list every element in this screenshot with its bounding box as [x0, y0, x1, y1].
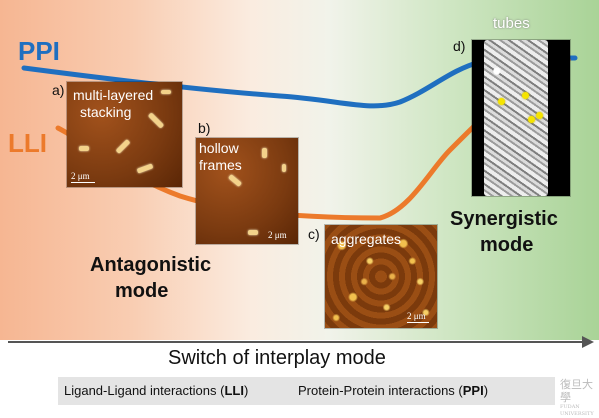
university-watermark: 復旦大學 FUDAN UNIVERSITY	[560, 378, 596, 417]
panel-a-image: 2 μm	[67, 82, 182, 187]
gold-particle	[536, 112, 543, 119]
antagonistic-mode-line1: Antagonistic	[90, 254, 212, 276]
gold-particle	[498, 98, 505, 105]
legend-lli-abbr: LLI	[224, 383, 244, 398]
legend-ppi-suffix: )	[483, 383, 489, 398]
scale-label: 2 μm	[268, 230, 287, 240]
scale-bar	[71, 182, 95, 183]
gold-particle	[522, 92, 529, 99]
synergistic-mode-line2: mode	[480, 234, 534, 256]
panel-b-image: 2 μm	[196, 138, 298, 244]
legend-lli: Ligand-Ligand interactions (LLI)	[64, 383, 248, 398]
axis-label: Switch of interplay mode	[168, 347, 386, 369]
rod	[282, 164, 286, 172]
panel-b-caption-line2: frames	[199, 157, 242, 173]
rod	[79, 146, 89, 151]
rod	[136, 163, 154, 174]
legend-bar: Ligand-Ligand interactions (LLI) Protein…	[58, 377, 555, 405]
scale-bar	[407, 322, 429, 323]
rod	[262, 148, 267, 158]
panel-d-letter: d)	[453, 38, 466, 54]
legend-ppi-abbr: PPI	[462, 383, 484, 398]
legend-lli-prefix: Ligand-Ligand interactions (	[64, 383, 225, 398]
rod	[115, 139, 131, 154]
rod	[248, 230, 258, 235]
legend-lli-suffix: )	[243, 383, 249, 398]
rod	[161, 90, 171, 94]
legend-ppi-prefix: Protein-Protein interactions (	[298, 383, 463, 398]
panel-a-caption-line2: stacking	[80, 104, 132, 120]
panel-a-letter: a)	[52, 82, 65, 98]
panel-c-caption: aggregates	[331, 231, 402, 247]
synergistic-mode-line1: Synergistic	[450, 208, 558, 230]
axis-arrowhead	[582, 336, 594, 348]
rod	[228, 174, 242, 187]
watermark-cn: 復旦大學	[560, 378, 593, 404]
panel-b-caption-line1: hollow	[199, 140, 239, 156]
gold-particle	[528, 116, 535, 123]
panel-d-caption: tubes	[493, 15, 530, 32]
legend-ppi: Protein-Protein interactions (PPI)	[298, 383, 488, 398]
lli-label: LLI	[8, 128, 47, 158]
watermark-en: FUDAN UNIVERSITY	[560, 404, 594, 417]
rod	[147, 112, 165, 129]
ppi-label: PPI	[18, 36, 60, 66]
antagonistic-mode-line2: mode	[115, 280, 169, 302]
panel-a-caption-line1: multi-layered	[73, 87, 154, 103]
scale-label: 2 μm	[407, 311, 426, 321]
scale-label: 2 μm	[71, 171, 90, 181]
panel-c-image: 2 μm	[325, 225, 437, 328]
panel-d-image	[472, 40, 570, 196]
panel-b-letter: b)	[198, 120, 211, 136]
panel-c-letter: c)	[308, 226, 320, 242]
